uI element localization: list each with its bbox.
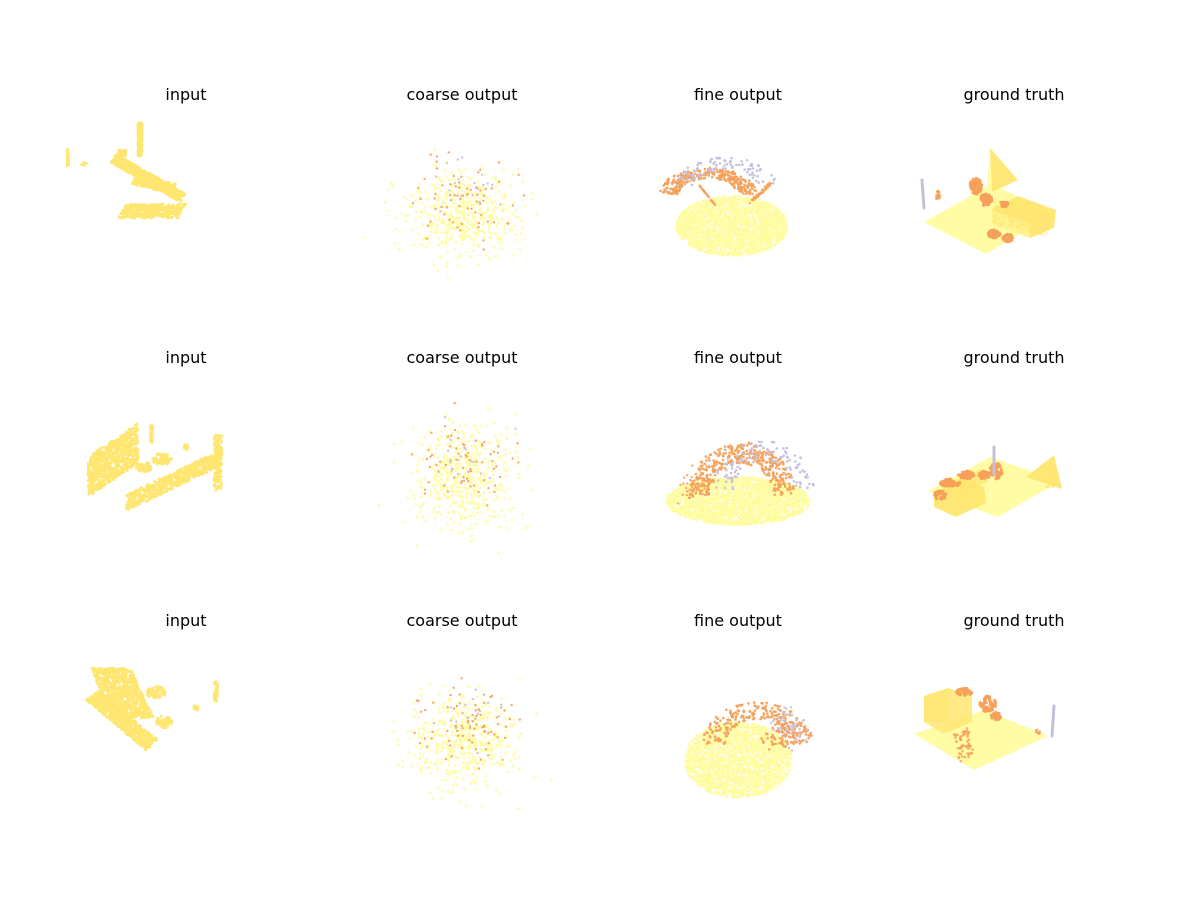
panel-title-gt: ground truth [963,85,1065,104]
panel-title-gt: ground truth [963,611,1065,630]
panel-title-coarse: coarse output [406,611,518,630]
panel-title-coarse: coarse output [406,348,518,367]
panel-title-gt: ground truth [963,348,1065,367]
point-cloud-gt [920,148,1056,254]
panel-title-input: input [165,85,207,104]
point-cloud-input [84,666,220,752]
panel-title-fine: fine output [694,85,782,104]
panel-title-fine: fine output [694,611,782,630]
point-cloud-coarse [377,402,534,555]
point-cloud-fine [684,701,813,799]
point-cloud-gt [928,445,1062,517]
point-cloud-coarse [363,148,538,279]
point-cloud-fine [659,156,789,257]
point-cloud-input [66,121,188,220]
point-cloud-gt [914,686,1056,770]
panel-title-input: input [165,348,207,367]
point-cloud-coarse [392,677,553,810]
point-cloud-input [86,422,224,511]
panel-title-fine: fine output [694,348,782,367]
panel-title-input: input [165,611,207,630]
point-cloud-fine [665,440,815,527]
panel-title-coarse: coarse output [406,85,518,104]
